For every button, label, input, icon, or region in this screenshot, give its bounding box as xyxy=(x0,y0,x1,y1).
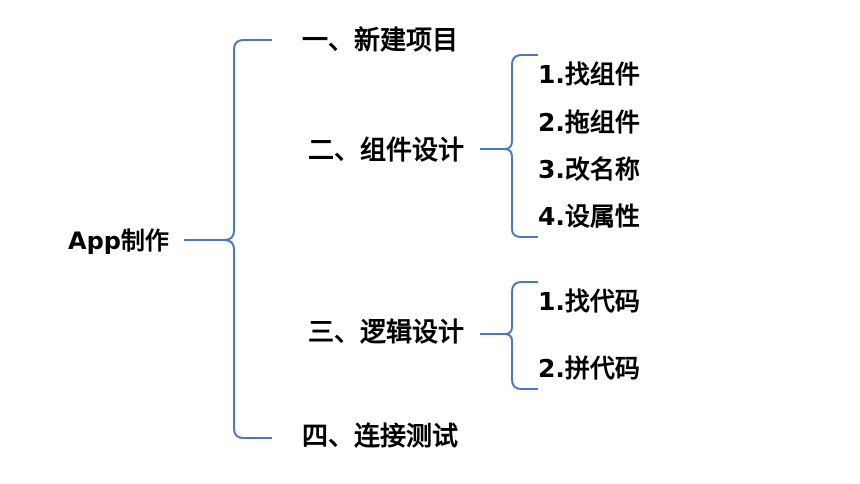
branch3-bracket xyxy=(480,281,538,390)
main-bracket xyxy=(184,39,272,439)
substep-assemble-code: 2.拼代码 xyxy=(538,354,640,383)
substep-find-component: 1.找组件 xyxy=(538,60,640,89)
branch-component-design: 二、组件设计 xyxy=(308,136,465,166)
branch-new-project: 一、新建项目 xyxy=(302,26,459,56)
substep-find-code: 1.找代码 xyxy=(538,287,640,316)
branch2-bracket xyxy=(480,54,538,238)
substep-set-properties: 4.设属性 xyxy=(538,202,640,231)
root-node: App制作 xyxy=(68,227,169,255)
branch-logic-design: 三、逻辑设计 xyxy=(308,318,465,348)
substep-rename: 3.改名称 xyxy=(538,155,640,184)
substep-drag-component: 2.拖组件 xyxy=(538,108,640,137)
branch-connection-test: 四、连接测试 xyxy=(302,422,459,452)
